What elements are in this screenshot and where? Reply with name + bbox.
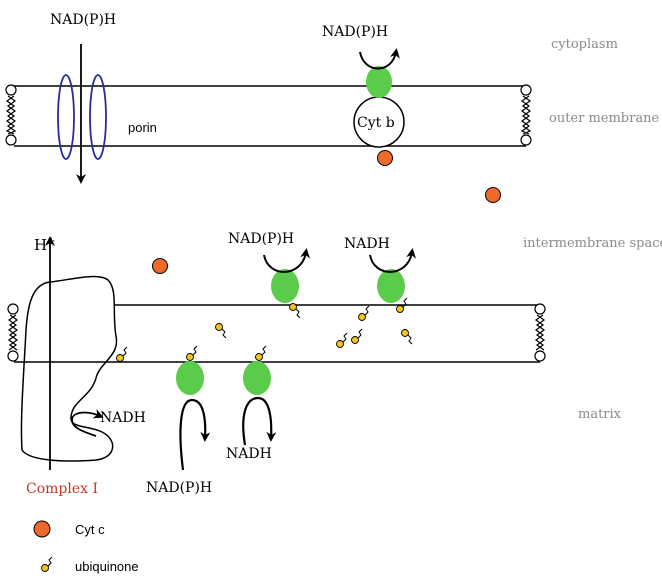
ubiquinone-molecule	[255, 345, 267, 361]
porin-left-subunit	[57, 74, 75, 160]
legend-cyt-c-swatch	[33, 520, 51, 538]
porin-channel	[57, 44, 107, 184]
region-intermembrane-space: intermembrane space	[523, 236, 662, 251]
cyt-b-complex: Cyt b	[353, 48, 405, 148]
ims-nadph-arrow	[263, 248, 311, 273]
ubiquinone-molecule	[186, 345, 198, 361]
ims-nadh-enzyme	[377, 269, 405, 303]
nadph-top-label: NAD(P)H	[50, 12, 116, 28]
nadph-matrix-label: NAD(P)H	[146, 480, 212, 496]
porin-right-subunit	[89, 74, 107, 160]
inner-membrane	[7, 303, 546, 363]
inner-membrane-right-cap	[534, 303, 546, 362]
matrix-nadph-dehydrogenase	[176, 361, 211, 471]
matrix-nadph-arrow	[179, 398, 211, 471]
cyt-c-molecule	[377, 150, 393, 166]
proton-label: H+	[34, 236, 55, 254]
outer-membrane-right-cap	[520, 84, 532, 146]
region-outer-membrane: outer membrane	[549, 111, 659, 126]
legend-ubiquinone-label: ubiquinone	[75, 559, 139, 574]
matrix-nadh-arrow	[242, 396, 277, 446]
region-cytoplasm: cytoplasm	[551, 37, 618, 52]
matrix-nadh-enzyme	[243, 361, 271, 395]
ims-nadh-arrow	[369, 248, 417, 273]
nadph-ims-label: NAD(P)H	[228, 231, 294, 247]
cyt-c-molecule	[485, 187, 501, 203]
cyt-b-label: Cyt b	[357, 115, 395, 131]
ims-nadph-enzyme	[271, 269, 299, 303]
nadh-complex-i-label: NADH	[100, 410, 146, 426]
porin-label: porin	[128, 120, 157, 135]
nadh-ims-label: NADH	[344, 236, 390, 252]
ubiquinone-molecule	[116, 346, 128, 362]
nadh-matrix-label: NADH	[226, 446, 272, 462]
complex-i-outline	[20, 275, 118, 462]
outer-membrane	[5, 84, 532, 147]
outer-membrane-left-cap	[5, 84, 17, 146]
ubiquinone-molecule	[215, 323, 227, 339]
ubiquinone-molecule	[358, 305, 370, 321]
matrix-nadph-enzyme	[176, 361, 204, 395]
inner-membrane-left-cap	[7, 303, 19, 362]
complex-i-label: Complex I	[26, 481, 98, 497]
complex-i-nadh-arrow	[71, 409, 104, 437]
cyt-c-molecule	[152, 258, 168, 274]
cytb-nadph-arrow	[359, 48, 400, 70]
nadph-cytb-label: NAD(P)H	[322, 24, 388, 40]
region-matrix: matrix	[578, 407, 622, 422]
outer-nadph-reductase	[366, 66, 392, 98]
ims-nadh-dehydrogenase	[369, 248, 417, 303]
ubiquinone-molecule	[336, 332, 348, 348]
legend: Cyt c ubiquinone	[33, 520, 139, 574]
ubiquinone-molecule	[401, 329, 413, 345]
ubiquinone-molecule	[396, 297, 408, 313]
legend-ubiquinone-swatch	[41, 556, 53, 572]
complex-i	[20, 236, 118, 470]
ubiquinone-pool	[116, 297, 413, 362]
ubiquinone-molecule	[351, 328, 363, 344]
ims-nadph-dehydrogenase	[263, 248, 311, 303]
matrix-nadh-dehydrogenase	[242, 361, 277, 446]
ubiquinone-molecule	[289, 303, 301, 319]
legend-cyt-c-label: Cyt c	[75, 522, 105, 537]
